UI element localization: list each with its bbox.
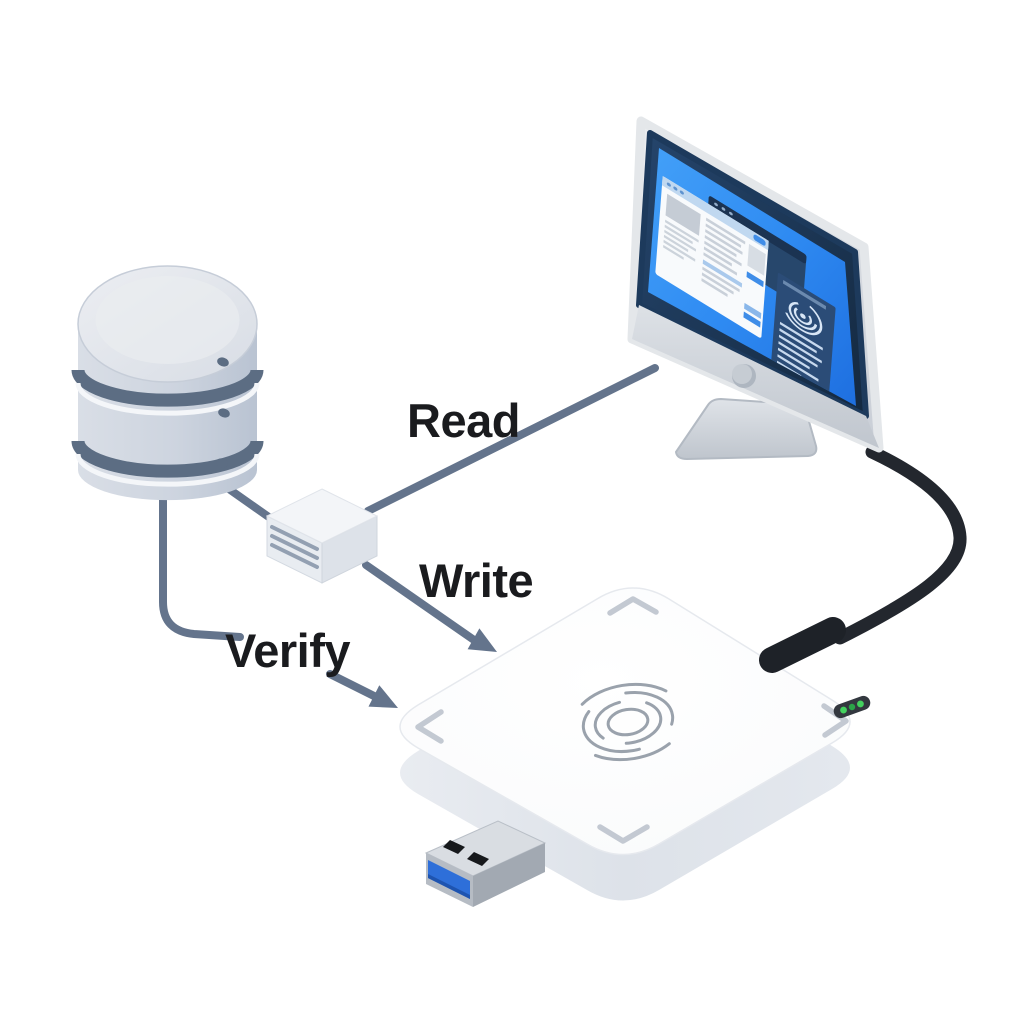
db-indicator-dot xyxy=(218,408,230,418)
db-indicator-dot xyxy=(216,458,228,468)
led-dot xyxy=(848,703,856,711)
window-dot xyxy=(714,202,718,207)
usb-pin-hole xyxy=(443,840,465,854)
usb-cable xyxy=(759,445,967,673)
nfc-screen-icon xyxy=(783,296,823,336)
led-dot xyxy=(857,700,864,708)
usb-plug-icon xyxy=(424,820,547,907)
read-line xyxy=(364,364,659,515)
window-dot xyxy=(721,207,726,211)
write-label: Write xyxy=(419,554,533,607)
window-dot xyxy=(666,182,671,187)
led-dot xyxy=(840,706,847,714)
verify-line xyxy=(326,670,378,700)
corner-bracket-bottom-icon xyxy=(597,824,650,844)
usb3-tongue xyxy=(428,860,470,899)
read-label: Read xyxy=(407,394,520,447)
corner-bracket-left-icon xyxy=(415,709,444,744)
nfc-waves-icon xyxy=(569,682,687,762)
corner-bracket-top-icon xyxy=(607,596,659,616)
status-led xyxy=(833,695,871,719)
db-band xyxy=(71,369,264,407)
verify-line xyxy=(159,493,244,641)
verify-label: Verify xyxy=(225,624,350,677)
junction-box-icon xyxy=(265,488,379,584)
card-slot-stripe xyxy=(270,525,319,551)
window-dot xyxy=(729,211,733,216)
arrowheads xyxy=(368,628,497,708)
card-slot-stripe xyxy=(270,543,319,569)
cable-strain-relief xyxy=(759,617,846,673)
corner-bracket-right-icon xyxy=(821,703,849,738)
usb-pin-hole xyxy=(467,852,489,866)
card-slot-stripe xyxy=(270,534,319,560)
accent-block xyxy=(746,271,764,288)
database-icon xyxy=(71,265,264,501)
db-indicator-dot xyxy=(217,357,229,367)
window-dot xyxy=(673,186,678,191)
write-line xyxy=(362,561,478,644)
verify-arrowhead xyxy=(368,685,398,708)
write-arrowhead xyxy=(467,628,497,652)
window-action-pill xyxy=(753,234,766,246)
window-dot xyxy=(679,190,684,195)
db-band xyxy=(71,440,264,478)
monitor-icon xyxy=(627,116,884,461)
nfc-panel xyxy=(771,272,836,399)
thumbnail-block xyxy=(665,193,701,236)
pad-top-face xyxy=(399,587,851,856)
app-window-main xyxy=(655,175,769,338)
